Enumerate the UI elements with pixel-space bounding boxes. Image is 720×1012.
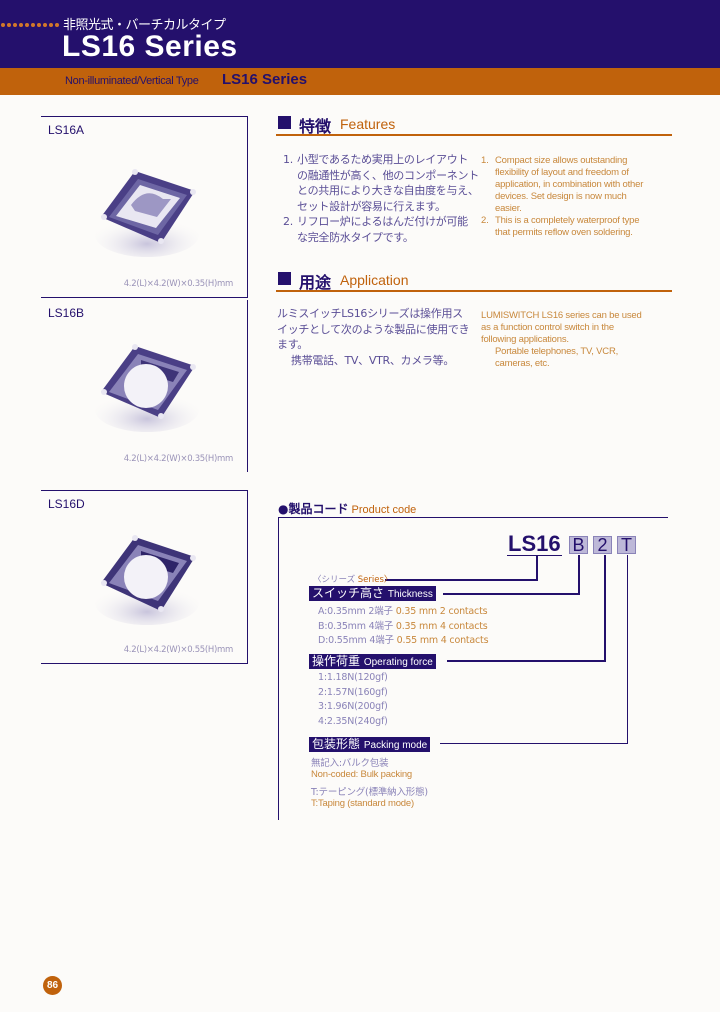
band-title: LS16 Series [222, 71, 308, 88]
connector-thickness-h [443, 593, 580, 595]
packing-option: T:Taping (standard mode) [311, 798, 414, 809]
connector-force-v [604, 555, 606, 662]
switch-d-image [95, 535, 199, 625]
code-part-thickness: B [569, 536, 588, 554]
features-list-en: 1.Compact size allows outstanding flexib… [481, 155, 644, 238]
page-number-badge: 86 [43, 976, 62, 995]
code-part-packing: T [617, 536, 636, 554]
series-label: 〈シリーズ Series〉 [313, 575, 393, 585]
force-option: 3:1.96N(200gf) [318, 701, 388, 712]
operating-force-tag: 操作荷重 Operating force [309, 654, 436, 669]
page-header [0, 0, 720, 68]
packing-option: Non-coded: Bulk packing [311, 769, 413, 780]
product-panel-ls16d: LS16D 4.2(L)×4.2(W)×0.55(H)mm [41, 490, 248, 664]
product-panel-ls16a: LS16A 4.2(L)×4.2(W)×0.35(H)mm [41, 116, 248, 298]
page-title: LS16 Series [62, 30, 238, 63]
switch-b-image [95, 344, 199, 432]
application-title-en: Application [340, 272, 409, 288]
thickness-option: D:0.55mm 4端子 0.55 mm 4 contacts [318, 635, 489, 646]
connector-packing-h [440, 743, 628, 744]
code-base: LS16 [507, 531, 562, 556]
product-label: LS16B [48, 306, 85, 320]
connector-force-h [447, 660, 606, 662]
header-subtitle-jp: 非照光式・バーチカルタイプ [63, 18, 226, 33]
square-bullet-icon [278, 272, 291, 285]
thickness-option: A:0.35mm 2端子 0.35 mm 2 contacts [318, 606, 488, 617]
connector-thickness-v [578, 555, 580, 595]
product-label: LS16D [48, 497, 85, 511]
product-panel-ls16b: LS16B 4.2(L)×4.2(W)×0.35(H)mm [41, 300, 248, 472]
product-dimensions: 4.2(L)×4.2(W)×0.55(H)mm [123, 645, 234, 655]
product-dimensions: 4.2(L)×4.2(W)×0.35(H)mm [123, 454, 234, 464]
application-heading: 用途 Application [276, 270, 672, 292]
packing-option: 無記入:バルク包装 [311, 758, 389, 769]
connector-series-h [385, 579, 538, 581]
features-title-en: Features [340, 116, 396, 132]
switch-a-image [95, 169, 199, 257]
product-label: LS16A [48, 123, 85, 137]
connector-packing-v [627, 555, 628, 744]
thickness-option: B:0.35mm 4端子 0.35 mm 4 contacts [318, 621, 488, 632]
product-dimensions: 4.2(L)×4.2(W)×0.35(H)mm [123, 279, 234, 289]
square-bullet-icon [278, 116, 291, 129]
connector-series-v [536, 556, 538, 581]
application-text-en: LUMISWITCH LS16 series can be used as a … [481, 310, 642, 369]
packing-option: T:テーピング(標準納入形態) [311, 787, 428, 798]
thickness-tag: スイッチ高さ Thickness [309, 586, 436, 601]
features-title-jp: 特徴 [299, 117, 332, 136]
header-band [0, 68, 720, 95]
features-list-jp: 1.小型であるため実用上のレイアウト の融通性が高く、他のコンポーネント との共… [283, 153, 479, 244]
force-option: 4:2.35N(240gf) [318, 716, 388, 727]
force-option: 1:1.18N(120gf) [318, 672, 388, 683]
application-title-jp: 用途 [299, 273, 332, 292]
application-text-jp: ルミスイッチLS16シリーズは操作用ス イッチとして次のような製品に使用でき ま… [277, 307, 470, 367]
decorative-dots [1, 20, 59, 30]
packing-mode-tag: 包装形態 Packing mode [309, 737, 431, 752]
band-subtitle: Non-illuminated/Vertical Type [65, 75, 199, 87]
force-option: 2:1.57N(160gf) [318, 687, 388, 698]
features-heading: 特徴 Features [276, 114, 672, 136]
code-part-force: 2 [593, 536, 612, 554]
product-code-frame-top [278, 517, 668, 518]
product-code-frame-left [278, 517, 279, 820]
